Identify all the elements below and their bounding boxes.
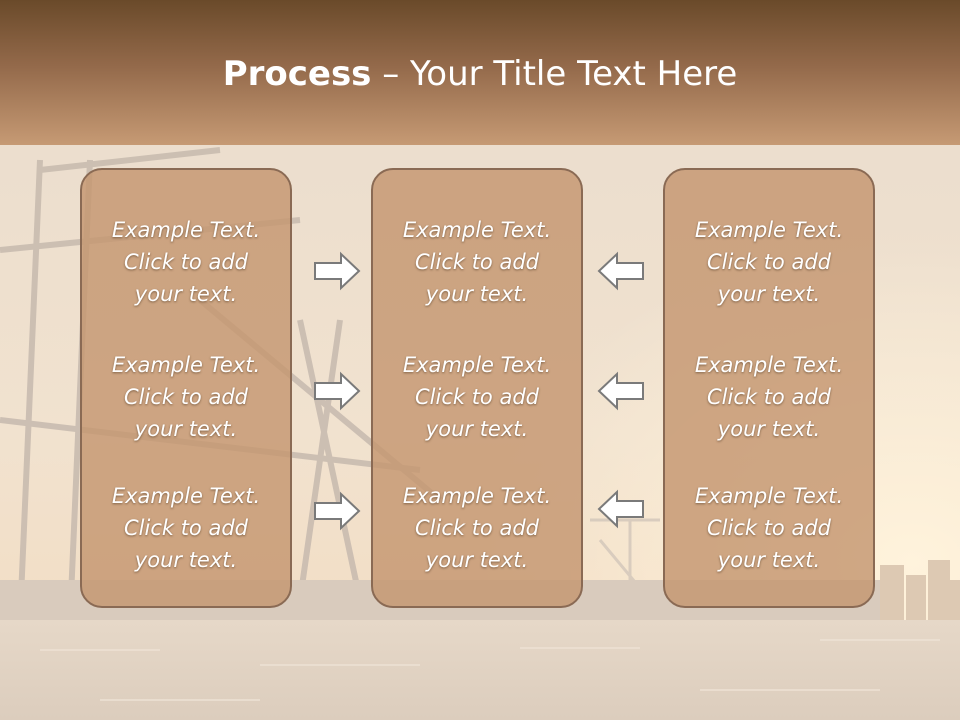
box-text[interactable]: Example Text. Click to add your text. bbox=[402, 353, 552, 441]
title-bold: Process bbox=[222, 54, 372, 94]
box-text[interactable]: Example Text. Click to add your text. bbox=[111, 484, 261, 572]
slide-title[interactable]: Process – Your Title Text Here bbox=[0, 52, 960, 96]
box-text[interactable]: Example Text. Click to add your text. bbox=[111, 353, 261, 441]
box-text[interactable]: Example Text. Click to add your text. bbox=[694, 353, 844, 441]
arrow-right-icon bbox=[314, 371, 361, 411]
box-text[interactable]: Example Text. Click to add your text. bbox=[402, 218, 552, 306]
box-text[interactable]: Example Text. Click to add your text. bbox=[694, 218, 844, 306]
title-rest: – Your Title Text Here bbox=[371, 54, 738, 94]
title-bar bbox=[0, 0, 960, 145]
process-box-right[interactable]: Example Text. Click to add your text. Ex… bbox=[663, 168, 875, 608]
arrow-left-icon bbox=[597, 251, 644, 291]
arrow-left-icon bbox=[597, 489, 644, 529]
arrow-right-icon bbox=[314, 491, 361, 531]
process-box-left[interactable]: Example Text. Click to add your text. Ex… bbox=[80, 168, 292, 608]
box-text[interactable]: Example Text. Click to add your text. bbox=[402, 484, 552, 572]
process-box-center[interactable]: Example Text. Click to add your text. Ex… bbox=[371, 168, 583, 608]
arrow-left-icon bbox=[597, 371, 644, 411]
box-text[interactable]: Example Text. Click to add your text. bbox=[694, 484, 844, 572]
arrow-right-icon bbox=[314, 251, 361, 291]
box-text[interactable]: Example Text. Click to add your text. bbox=[111, 218, 261, 306]
